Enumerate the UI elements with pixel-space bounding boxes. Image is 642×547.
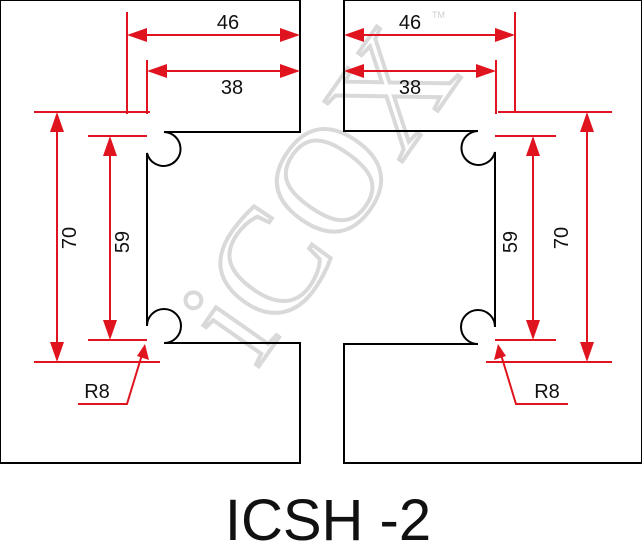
model-title: ICSH -2 <box>225 488 431 547</box>
right-part-outline <box>343 0 642 464</box>
right-part: 46 38 70 59 <box>343 0 642 464</box>
left-overall-width-label: 46 <box>217 12 239 34</box>
right-inner-width-dimension: 38 <box>344 60 497 114</box>
left-radius-label: R8 <box>84 381 110 403</box>
right-overall-width-label: 46 <box>399 12 421 34</box>
right-overall-width-dimension: 46 <box>344 12 516 112</box>
right-radius-label: R8 <box>534 381 560 403</box>
left-part: 46 38 70 59 <box>0 0 301 464</box>
right-inner-width-label: 38 <box>399 77 421 99</box>
right-overall-height-label: 70 <box>551 227 573 249</box>
left-overall-height-dimension: 70 <box>34 111 160 363</box>
right-inner-height-dimension: 59 <box>495 135 556 341</box>
watermark-text: iCOX <box>148 0 490 388</box>
right-overall-height-dimension: 70 <box>486 111 612 363</box>
left-part-outline <box>0 0 301 464</box>
left-inner-height-dimension: 59 <box>88 135 147 341</box>
left-overall-height-label: 70 <box>59 227 81 249</box>
right-inner-height-label: 59 <box>500 231 522 253</box>
watermark-logo: iCOX <box>146 0 492 390</box>
left-radius-callout: R8 <box>78 344 149 405</box>
left-inner-width-dimension: 38 <box>146 60 300 114</box>
left-inner-width-label: 38 <box>221 77 243 99</box>
watermark-trademark: TM <box>432 10 445 20</box>
left-overall-width-dimension: 46 <box>126 12 300 114</box>
left-inner-height-label: 59 <box>112 231 134 253</box>
right-radius-callout: R8 <box>494 344 568 405</box>
